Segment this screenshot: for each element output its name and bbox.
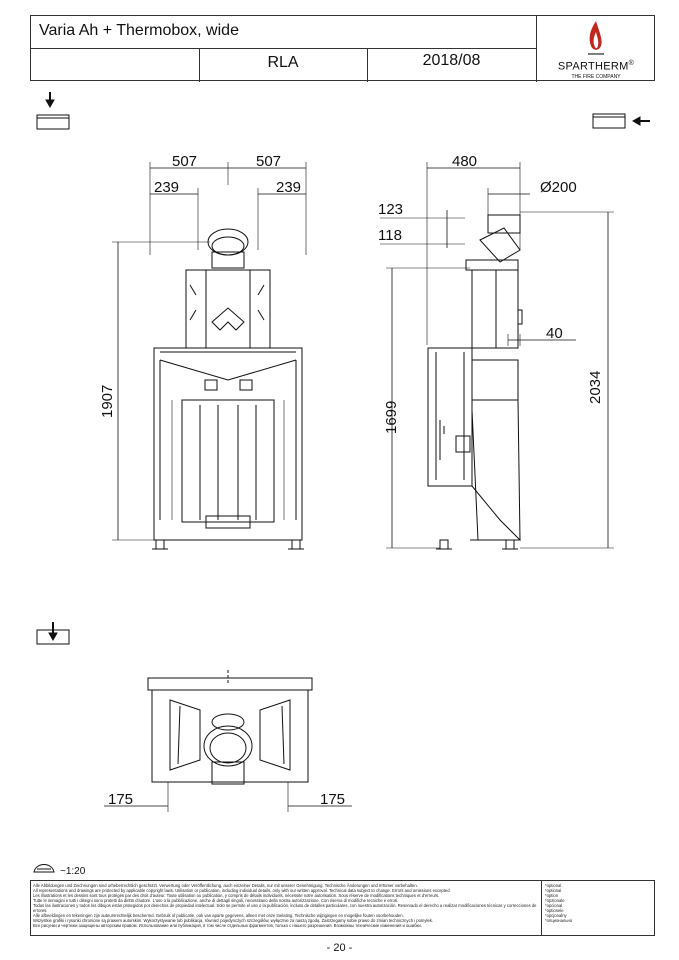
legal-line: All representations and drawings are pro… xyxy=(33,888,451,893)
drawing-date: 2018/08 xyxy=(422,52,481,69)
view-indicator-front xyxy=(36,92,70,130)
optional-note: *optional xyxy=(545,888,562,893)
legal-line: Все рисунки и чертежи защищены авторским… xyxy=(33,923,422,928)
brand-name: SPARTHERM xyxy=(557,60,629,73)
optional-note: *opcjonalny xyxy=(545,913,567,918)
dimension-label: 239 xyxy=(276,179,301,196)
legal-line: Alle Abbildungen und Zeichnungen sind ur… xyxy=(33,883,418,888)
title-divider xyxy=(367,48,368,82)
plan-view xyxy=(104,670,352,812)
flame-icon xyxy=(588,21,604,55)
legal-divider xyxy=(541,881,542,935)
dimension-label: 1699 xyxy=(383,401,400,434)
optional-note: *опционально xyxy=(545,918,573,923)
legal-line: Tutte le immagini e tutti i disegni sono… xyxy=(33,898,399,903)
dimension-label: 175 xyxy=(108,791,133,808)
legal-line: Wszystkie grafiki i rysunki chronione są… xyxy=(33,918,434,923)
dimension-label: Ø200 xyxy=(540,179,577,196)
brand-mark: ® xyxy=(628,60,635,67)
legal-notice: Alle Abbildungen und Zeichnungen sind ur… xyxy=(30,880,655,936)
title-divider xyxy=(536,16,537,82)
dimension-label: 175 xyxy=(320,791,345,808)
title-divider xyxy=(31,48,536,49)
view-indicator-plan xyxy=(36,622,70,645)
dimension-label: 123 xyxy=(378,201,403,218)
scale-label: ~1:20 xyxy=(60,866,86,877)
title-block: Varia Ah + Thermobox, wide RLA 2018/08 S… xyxy=(30,15,656,82)
optional-note: *optionele xyxy=(545,908,564,913)
brand-tagline: THE FIRE COMPANY xyxy=(571,74,621,80)
legal-text: Alle Abbildungen und Zeichnungen sind ur… xyxy=(33,883,538,928)
dimension-label: 1907 xyxy=(99,385,116,418)
dimension-label: 2034 xyxy=(587,371,604,404)
dimension-label: 239 xyxy=(154,179,179,196)
title-divider xyxy=(199,48,200,82)
page-number: - 20 - xyxy=(326,942,353,954)
dimension-label: 507 xyxy=(172,153,197,170)
dimension-label: 507 xyxy=(256,153,281,170)
legal-line: Todas las ilustraciones y todos los dibu… xyxy=(33,903,537,913)
dimension-label: 480 xyxy=(452,153,477,170)
legal-line: Les illustrations et les dessins sont to… xyxy=(33,893,440,898)
optional-note: *opcional xyxy=(545,903,563,908)
optional-notes: *optional *optional *option *opzionale *… xyxy=(545,883,572,923)
front-view xyxy=(112,162,307,550)
drawing-title: Varia Ah + Thermobox, wide xyxy=(39,22,239,39)
dimension-label: 40 xyxy=(546,325,563,342)
legal-line: Alle afbeeldingen en tekeningen zijn aut… xyxy=(33,913,404,918)
scale-icon xyxy=(33,864,55,873)
optional-note: *option xyxy=(545,893,559,898)
brand-logo: SPARTHERM® THE FIRE COMPANY xyxy=(536,16,656,82)
optional-note: *opzionale xyxy=(545,898,565,903)
dimension-label: 118 xyxy=(378,227,402,244)
optional-note: *optional xyxy=(545,883,562,888)
view-indicator-side xyxy=(592,113,650,129)
model-code: RLA xyxy=(267,54,299,71)
side-view xyxy=(380,162,614,550)
